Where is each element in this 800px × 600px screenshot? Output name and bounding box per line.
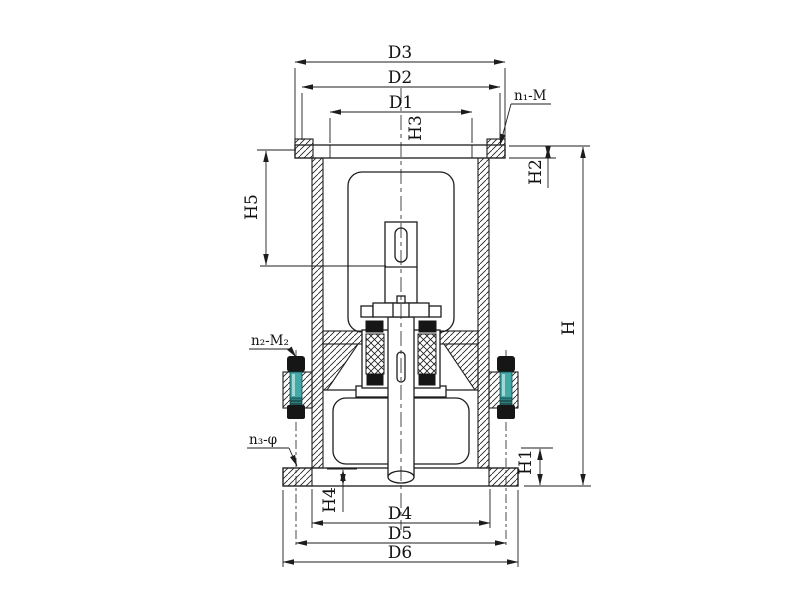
- dimension-h1: H1: [516, 447, 553, 486]
- dim-label-h3: H3: [406, 115, 426, 141]
- dim-label-h5: H5: [242, 194, 262, 220]
- dim-label-d6: D6: [388, 543, 412, 563]
- dimension-h5: H5: [242, 149, 386, 267]
- dimension-d2: D2: [301, 68, 501, 140]
- gland-left: [365, 320, 384, 333]
- dimension-h4: H4: [320, 468, 357, 513]
- dimension-d1: D1: [329, 93, 473, 143]
- callout-n3: n₃-φ: [247, 432, 298, 467]
- gland-right: [418, 320, 437, 333]
- packing-right: [417, 333, 437, 375]
- dim-label-h1: H1: [516, 449, 536, 475]
- dimension-h2: H2: [509, 146, 556, 188]
- callout-label-n1: n₁-M: [514, 88, 547, 104]
- callout-n2: n₂-M₂: [249, 333, 297, 358]
- packing-left: [365, 333, 385, 375]
- bolt-left: [287, 356, 305, 419]
- dimension-h: H: [509, 145, 591, 487]
- dimension-d3: D3: [294, 43, 506, 140]
- callout-label-n3: n₃-φ: [249, 432, 277, 448]
- dim-label-h: H: [559, 321, 579, 336]
- dim-label-h2: H2: [526, 159, 546, 185]
- dim-label-d5: D5: [388, 524, 412, 544]
- dim-label-d4: D4: [388, 504, 412, 524]
- callout-label-n2: n₂-M₂: [251, 333, 289, 349]
- dimension-d4: D4: [311, 489, 491, 528]
- cone-section: [322, 343, 479, 391]
- bolt-right: [497, 356, 515, 419]
- dim-label-h4: H4: [320, 487, 340, 513]
- dimension-d5: D5: [295, 524, 507, 546]
- top-flange: [294, 138, 506, 159]
- dim-label-d2: D2: [388, 68, 412, 88]
- callout-n1: n₁-M: [499, 88, 551, 146]
- dimension-d6: D6: [282, 490, 519, 567]
- dim-label-d3: D3: [388, 43, 412, 63]
- dim-label-d1: D1: [389, 93, 413, 113]
